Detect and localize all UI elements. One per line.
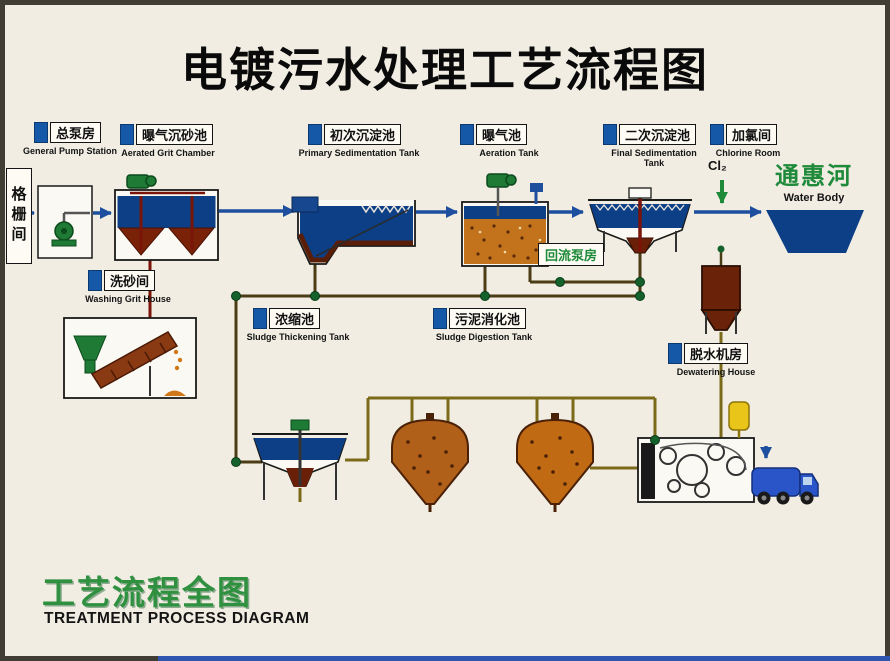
river-name: 通惠河 bbox=[775, 162, 853, 190]
main-flow-arrows bbox=[23, 205, 772, 459]
primary-sedimentation-tank bbox=[291, 196, 416, 265]
dewatering-machine bbox=[637, 437, 755, 503]
blue-square-icon bbox=[34, 122, 48, 143]
label-final-sedimentation-en: Final Sedimentation Tank bbox=[611, 148, 697, 169]
river-water-body bbox=[766, 210, 864, 253]
label-dewatering-house: 脱水机房 bbox=[668, 343, 749, 364]
label-aeration-tank: 曝气池 bbox=[460, 124, 528, 145]
polymer-tank-icon bbox=[728, 401, 750, 438]
blue-square-icon bbox=[88, 270, 102, 291]
label-grid-room: 格栅间 bbox=[6, 168, 32, 264]
blue-square-icon bbox=[460, 124, 474, 145]
label-final-sedimentation: 二次沉淀池 bbox=[603, 124, 697, 145]
footer-title-cn: 工艺流程全图 bbox=[42, 573, 252, 612]
grit-hopper-icon bbox=[73, 335, 107, 361]
blue-square-icon bbox=[253, 308, 267, 329]
pump-station-box bbox=[37, 185, 93, 259]
label-thickening-tank: 浓缩池 bbox=[253, 308, 321, 329]
label-pump-station: 总泵房 bbox=[34, 122, 102, 143]
chlorine-formula: Cl₂ bbox=[708, 158, 727, 173]
label-pump-station-en: General Pump Station bbox=[22, 146, 118, 156]
label-primary-sedimentation: 初次沉淀池 bbox=[308, 124, 402, 145]
label-primary-sedimentation-en: Primary Sedimentation Tank bbox=[298, 148, 420, 158]
label-chlorine-room-en: Chlorine Room bbox=[715, 148, 781, 158]
label-return-pump-house: 回流泵房 bbox=[538, 243, 605, 266]
junction-dots bbox=[231, 277, 660, 467]
blue-square-icon bbox=[120, 124, 134, 145]
label-washing-grit-house: 洗砂间 bbox=[88, 270, 156, 291]
aeration-tank bbox=[461, 173, 549, 267]
sludge-thickening-tank bbox=[252, 419, 348, 500]
label-digestion-tank: 污泥消化池 bbox=[433, 308, 527, 329]
bottom-blue-strip bbox=[158, 656, 890, 661]
blue-square-icon bbox=[603, 124, 617, 145]
label-grit-chamber-en: Aerated Grit Chamber bbox=[121, 148, 215, 158]
blue-square-icon bbox=[710, 124, 724, 145]
sludge-digestion-tanks bbox=[391, 413, 594, 512]
river-name-en: Water Body bbox=[783, 192, 845, 204]
final-sedimentation-tank bbox=[588, 187, 692, 254]
label-chlorine-room: 加氯间 bbox=[710, 124, 778, 145]
blue-square-icon bbox=[308, 124, 322, 145]
diagram-title: 电镀污水处理工艺流程图 bbox=[181, 43, 709, 97]
digested-sludge-storage-tank bbox=[700, 245, 742, 334]
label-aeration-tank-en: Aeration Tank bbox=[479, 148, 539, 158]
aerated-grit-chamber-tank bbox=[114, 174, 219, 261]
label-thickening-tank-en: Sludge Thickening Tank bbox=[246, 332, 350, 342]
blue-square-icon bbox=[668, 343, 682, 364]
label-digestion-tank-en: Sludge Digestion Tank bbox=[435, 332, 533, 342]
label-river: 通惠河 Water Body bbox=[762, 156, 866, 204]
footer-title-en: TREATMENT PROCESS DIAGRAM bbox=[44, 610, 310, 627]
label-dewatering-house-en: Dewatering House bbox=[676, 367, 756, 377]
blue-square-icon bbox=[433, 308, 447, 329]
label-washing-grit-house-en: Washing Grit House bbox=[85, 294, 171, 304]
sludge-truck-icon bbox=[751, 467, 819, 505]
grit-washing-house bbox=[63, 317, 197, 399]
label-grit-chamber: 曝气沉砂池 bbox=[120, 124, 214, 145]
